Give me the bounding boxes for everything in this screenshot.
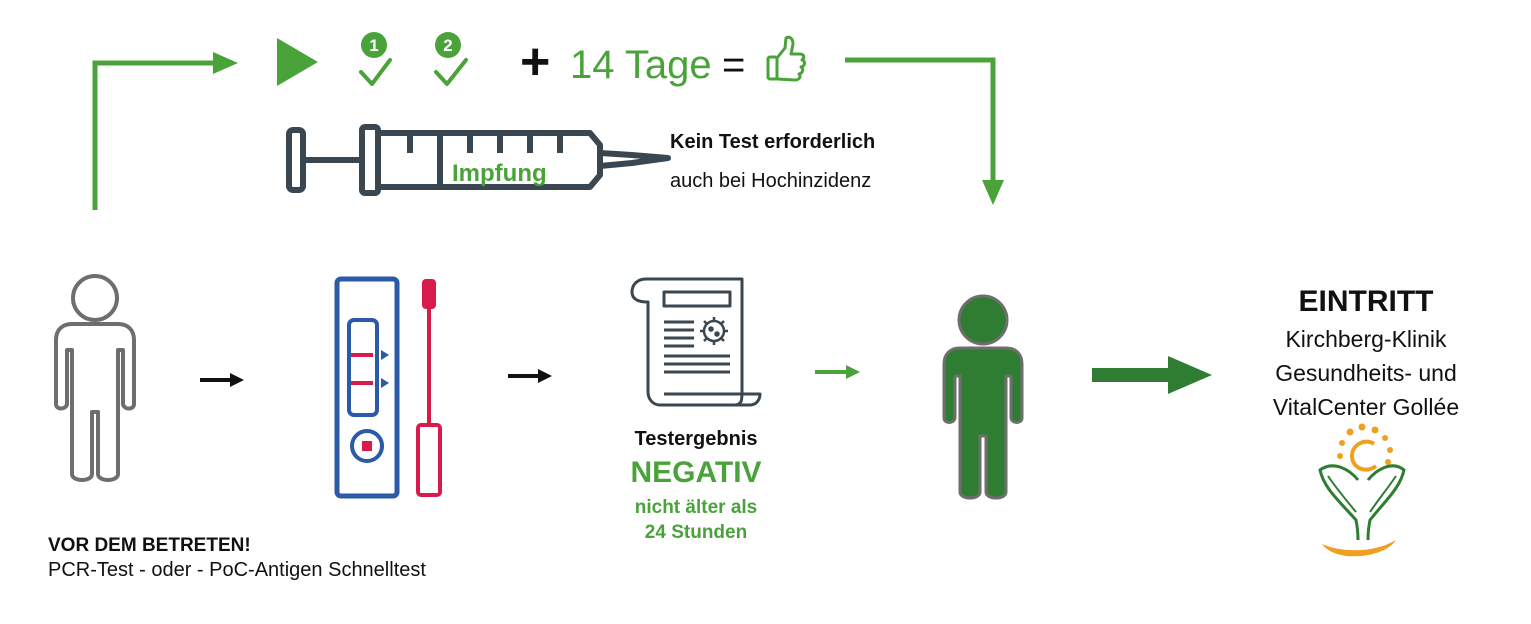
syringe-icon: [286, 124, 671, 196]
equals-sign: =: [722, 43, 746, 87]
play-icon: [277, 38, 318, 86]
entry-line-2: Gesundheits- und: [1275, 360, 1457, 386]
test-result-age-line1: nicht älter als: [634, 497, 758, 518]
incidence-label: auch bei Hochinzidenz: [670, 170, 872, 192]
dose-1-number: 1: [369, 36, 378, 55]
thumbs-up-icon: [766, 35, 806, 82]
arrow-icon-4: [1092, 356, 1212, 394]
vaccination-path-arrow: [92, 52, 238, 210]
test-kit-icon: [334, 276, 400, 499]
arrow-icon-2: [508, 369, 552, 383]
dose-2-number: 2: [443, 36, 452, 55]
dose-1-check-icon: 1: [359, 32, 392, 86]
before-entry-title: VOR DEM BETRETEN!: [48, 535, 251, 556]
entry-line-1: Kirchberg-Klinik: [1285, 326, 1447, 352]
dose-2-check-icon: 2: [434, 32, 468, 86]
test-result-title: Testergebnis: [634, 428, 758, 450]
vaccination-return-arrow: [845, 57, 1004, 205]
syringe-label: Impfung: [452, 160, 547, 187]
plus-sign: +: [520, 33, 551, 91]
arrow-icon-3: [815, 365, 860, 379]
test-result-status: NEGATIV: [630, 456, 762, 489]
entry-title: EINTRITT: [1298, 285, 1434, 318]
person-after-icon: [942, 294, 1024, 500]
before-entry-subtitle: PCR-Test - oder - PoC-Antigen Schnelltes…: [48, 559, 426, 581]
virus-icon: [700, 317, 728, 345]
test-result-age-line2: 24 Stunden: [644, 522, 748, 543]
arrow-icon-1: [200, 373, 244, 387]
logo-icon: [1318, 423, 1406, 557]
document-icon: [630, 277, 762, 407]
entry-line-3: VitalCenter Gollée: [1272, 394, 1460, 420]
days-label: 14 Tage: [570, 43, 712, 87]
swab-icon: [416, 279, 442, 497]
no-test-label: Kein Test erforderlich: [670, 131, 876, 153]
person-before-icon: [54, 274, 136, 482]
